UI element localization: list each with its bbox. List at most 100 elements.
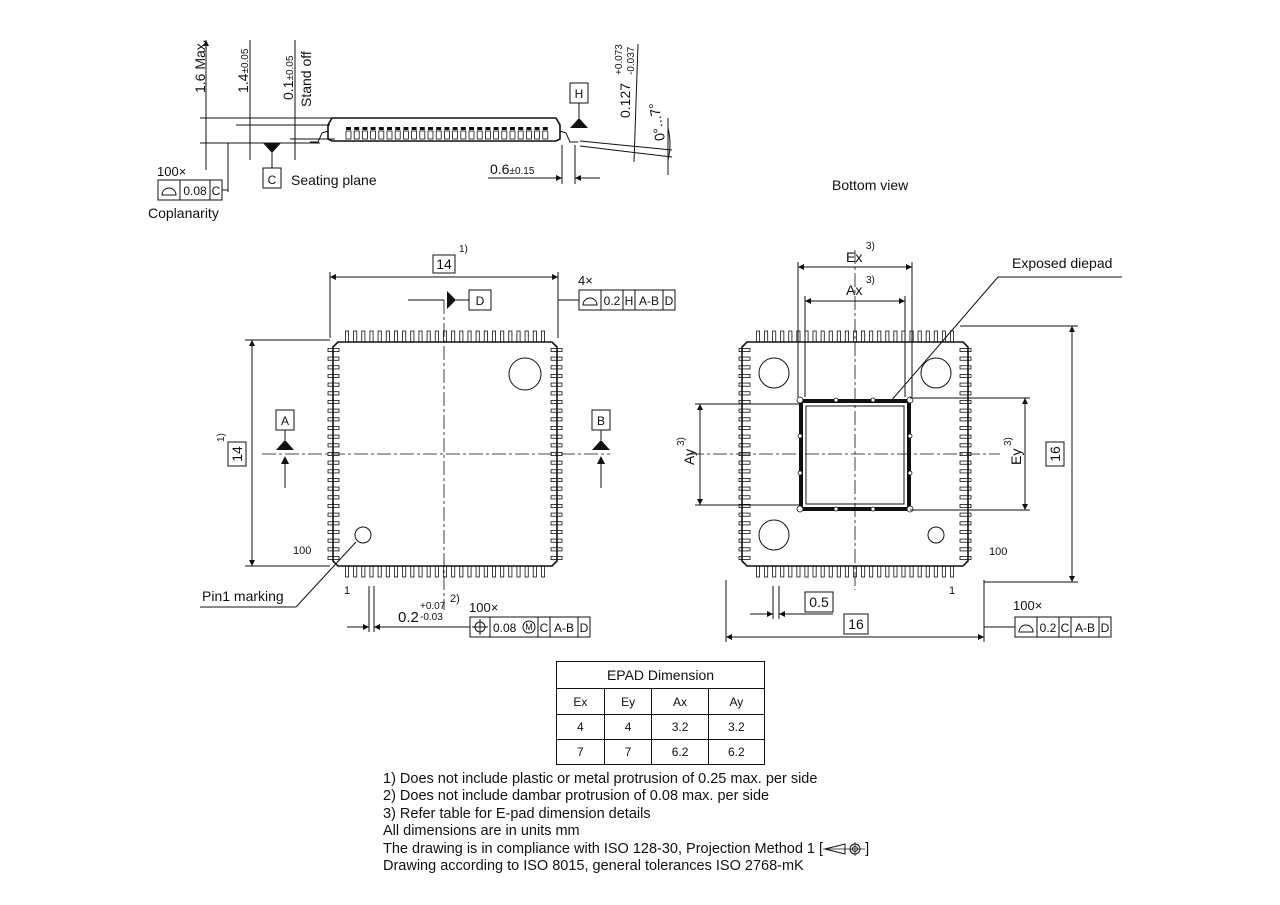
lead	[933, 565, 938, 578]
position-datum-3: D	[580, 621, 589, 635]
lead	[402, 330, 407, 343]
note-2: 2) Does not include dambar protrusion of…	[383, 788, 770, 805]
lead	[959, 538, 972, 543]
lead	[738, 530, 751, 535]
lead	[756, 565, 761, 578]
lead	[804, 565, 809, 578]
lead	[443, 130, 450, 140]
lead	[518, 127, 524, 130]
lead	[428, 127, 433, 130]
lead	[788, 330, 793, 343]
lead	[501, 127, 507, 130]
datum-b-label: B	[597, 414, 605, 428]
datum-c-label: C	[268, 173, 277, 187]
bottom-width-dim: 16	[848, 616, 864, 632]
epad-header-ex: Ex	[556, 688, 605, 715]
top-profile-count: 4×	[578, 273, 593, 288]
seating-plane-label: Seating plane	[291, 172, 377, 188]
lead	[820, 565, 825, 578]
lead	[345, 130, 352, 140]
lead	[491, 565, 496, 578]
lead	[959, 425, 972, 430]
lead	[738, 434, 751, 439]
lead	[959, 477, 972, 482]
lead	[738, 382, 751, 387]
coplanarity-label: Coplanarity	[148, 205, 219, 221]
lead	[959, 399, 972, 404]
lead	[885, 565, 890, 578]
mold-mark-bottom-right	[927, 526, 945, 544]
top-pin-100-label: 100	[293, 545, 311, 557]
lead	[959, 434, 972, 439]
pitch-dim: 0.5	[809, 594, 829, 610]
lead	[402, 565, 407, 578]
lead-width-tol-plus: +0.07	[420, 601, 446, 612]
lead	[477, 127, 483, 130]
lead	[780, 565, 785, 578]
note-5-bracket: ]	[865, 840, 870, 857]
table-row: 7 7 6.2 6.2	[556, 739, 766, 765]
table-cell: 7	[556, 739, 605, 765]
bottom-profile-datum-1: C	[1061, 621, 1070, 635]
position-count: 100×	[469, 600, 498, 615]
lead	[959, 521, 972, 526]
lead	[861, 565, 866, 578]
svg-text:0.1±0.05: 0.1±0.05	[280, 55, 296, 100]
lead	[917, 565, 922, 578]
lead	[764, 330, 769, 343]
lead	[738, 547, 751, 552]
coplanarity-value: 0.08	[183, 184, 207, 198]
lead	[738, 391, 751, 396]
note-5: The drawing is in compliance with ISO 12…	[383, 841, 869, 858]
datum-c-box	[262, 167, 282, 189]
table-cell: 6.2	[707, 739, 766, 765]
table-row: 4 4 3.2 3.2	[556, 714, 766, 740]
lead	[869, 565, 874, 578]
ejector-pin-mark	[508, 357, 542, 391]
lead	[418, 565, 423, 578]
lead	[532, 565, 537, 578]
lead	[475, 330, 480, 343]
note-1: 1) Does not include plastic or metal pro…	[383, 771, 818, 787]
svg-text:0.6±0.15: 0.6±0.15	[490, 161, 535, 177]
lead	[493, 127, 499, 130]
body-thickness-dim: 1.4	[235, 73, 251, 93]
ex-label: Ex	[846, 249, 862, 265]
lead	[959, 408, 972, 413]
lead	[893, 565, 898, 578]
top-width-dim: 14	[436, 256, 452, 272]
ex-note: 3)	[866, 241, 875, 252]
lead	[901, 565, 906, 578]
epad-dimension-table: EPAD Dimension Ex Ey Ax Ay 4 4 3.2 3.2 7…	[556, 661, 766, 765]
lead	[893, 330, 898, 343]
lead	[353, 130, 360, 140]
profile-surface-icon	[1018, 624, 1034, 633]
lead	[812, 565, 817, 578]
lead	[534, 127, 540, 130]
position-datum-1: C	[540, 621, 549, 635]
datum-d-label: D	[476, 294, 485, 308]
pin1-dot	[354, 526, 372, 544]
lead	[370, 127, 376, 130]
lead	[738, 486, 751, 491]
lead	[434, 565, 439, 578]
lead	[434, 330, 439, 343]
lead	[780, 330, 785, 343]
coplanarity-datum: C	[212, 184, 221, 198]
table-cell: 3.2	[651, 714, 709, 740]
mold-mark-top-left	[758, 357, 790, 389]
lead	[346, 127, 351, 130]
lead	[885, 330, 890, 343]
lead	[516, 565, 521, 578]
lead	[386, 130, 393, 140]
lead	[378, 127, 384, 130]
bottom-profile-value: 0.2	[1040, 621, 1057, 635]
lead	[738, 425, 751, 430]
lead	[959, 486, 972, 491]
lead	[419, 130, 426, 140]
lead	[394, 130, 401, 140]
lead	[508, 565, 513, 578]
lead	[501, 130, 508, 140]
lead	[542, 127, 548, 130]
